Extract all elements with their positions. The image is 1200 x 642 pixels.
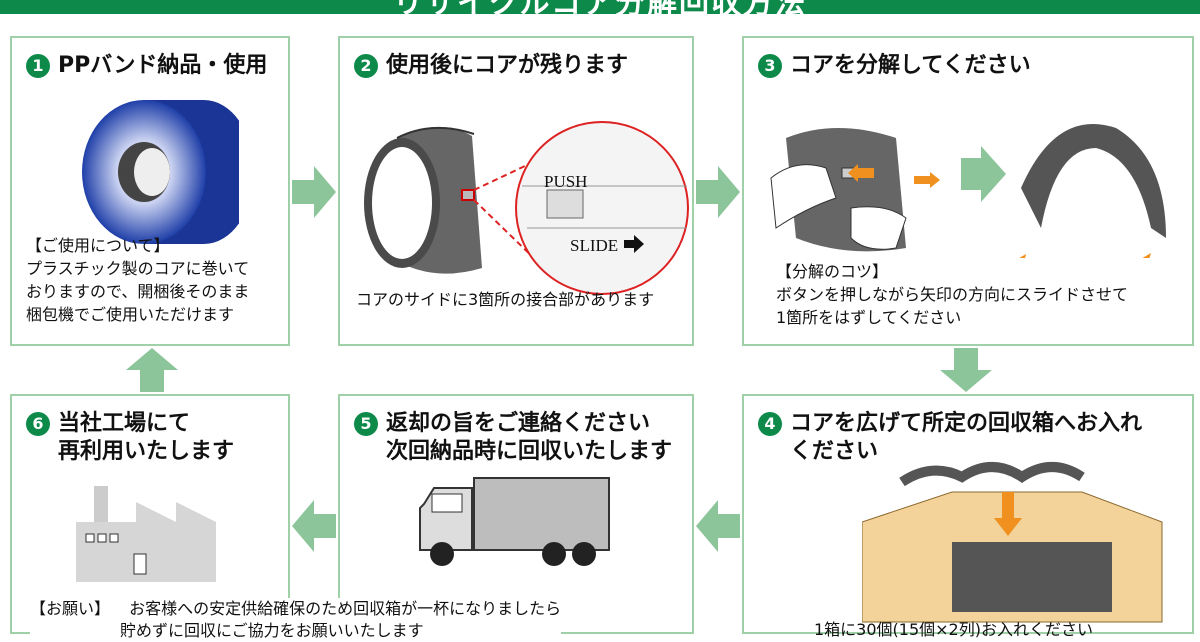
step-3-text-line: 1箇所をはずしてください [776, 308, 962, 327]
step-2-heading: 使用後にコアが残ります [386, 53, 629, 78]
step-6-heading-line: 当社工場にて [58, 411, 191, 436]
step-2-number: 2 [354, 54, 378, 78]
collection-box-icon [862, 462, 1163, 623]
disassembly-illustration [770, 124, 1166, 258]
flow-arrow-6-to-1 [126, 348, 178, 392]
step-3-text: 【分解のコツ】 ボタンを押しながら矢印の方向にスライドさせて 1箇所をはずしてく… [776, 260, 1128, 329]
step-1-text: 【ご使用について】 プラスチック製のコアに巻いて おりますので、開梱後そのまま … [26, 234, 249, 326]
step-3-text-line: ボタンを押しながら矢印の方向にスライドさせて [776, 285, 1129, 304]
step-6-title: 6 当社工場にて 再利用いたします [26, 410, 234, 466]
flow-arrow-2-to-3 [696, 166, 740, 218]
step-1-text-line: 梱包機でご使用いただけます [26, 305, 235, 324]
step-5-number: 5 [354, 412, 378, 436]
step-1-text-line: プラスチック製のコアに巻いて [26, 259, 250, 278]
truck-icon [419, 477, 610, 566]
step-3-heading: コアを分解してください [790, 53, 1031, 78]
footer-note-line: お客様への安定供給確保のため回収箱が一杯になりましたら [129, 599, 562, 618]
step-3-panel: 3 コアを分解してください 【分解のコツ】 ボタンを押しながら矢印の方向にスライ… [742, 36, 1194, 346]
factory-icon [76, 486, 216, 582]
step-5-title: 5 返却の旨をご連絡ください 次回納品時に回収いたします [354, 410, 672, 466]
step-2-text: コアのサイドに3箇所の接合部があります [356, 290, 655, 309]
step-4-number: 4 [758, 412, 782, 436]
step-1-text-title: 【ご使用について】 [26, 236, 170, 255]
step-4-panel: 4 コアを広げて所定の回収箱へお入れ ください 1箱に30個(15個×2列)お入… [742, 394, 1194, 639]
callout-slide-label: SLIDE [570, 236, 619, 255]
flow-arrow-1-to-2 [292, 166, 336, 218]
step-2-title: 2 使用後にコアが残ります [354, 52, 628, 80]
footer-note: 【お願い】 お客様への安定供給確保のため回収箱が一杯になりましたら 貯めずに回収… [30, 598, 562, 642]
step-3-text-title: 【分解のコツ】 [776, 262, 889, 281]
step-1-heading: PPバンド納品・使用 [58, 53, 268, 78]
step-4-title: 4 コアを広げて所定の回収箱へお入れ ください [758, 410, 1142, 466]
footer-note-label: 【お願い】 [30, 599, 111, 618]
step-3-number: 3 [758, 54, 782, 78]
step-4-heading-line: コアを広げて所定の回収箱へお入れ [790, 411, 1143, 436]
step-1-text-line: おりますので、開梱後そのまま [26, 282, 250, 301]
step-2-panel: 2 使用後にコアが残ります PUSH SLIDE コアのサイドに3箇所の接合部が… [338, 36, 694, 346]
title-banner: リサイクルコア分解回収方法 [0, 0, 1200, 14]
step-6-heading-line: 再利用いたします [58, 439, 235, 464]
step-5-heading-line: 返却の旨をご連絡ください [386, 411, 651, 436]
step-4-heading-line: ください [790, 439, 879, 464]
banner-title: リサイクルコア分解回収方法 [0, 0, 1200, 14]
flow-arrow-5-to-6 [292, 500, 336, 552]
step-5-heading-line: 次回納品時に回収いたします [386, 439, 673, 464]
flow-arrow-3-to-4 [940, 348, 992, 392]
gray-core-with-callout-icon [364, 121, 689, 295]
step-1-number: 1 [26, 54, 50, 78]
step-5-panel: 5 返却の旨をご連絡ください 次回納品時に回収いたします [338, 394, 694, 634]
step-3-title: 3 コアを分解してください [758, 52, 1031, 80]
callout-push-label: PUSH [544, 172, 588, 191]
footer-note-line: 貯めずに回収にご協力をお願いいたします [120, 621, 424, 640]
step-6-number: 6 [26, 412, 50, 436]
flow-arrow-4-to-5 [696, 500, 740, 552]
step-1-title: 1 PPバンド納品・使用 [26, 52, 267, 80]
blue-core-icon [82, 100, 239, 244]
step-1-panel: 1 PPバンド納品・使用 【ご使用について】 プラスチック製のコアに巻いて おり… [10, 36, 290, 346]
